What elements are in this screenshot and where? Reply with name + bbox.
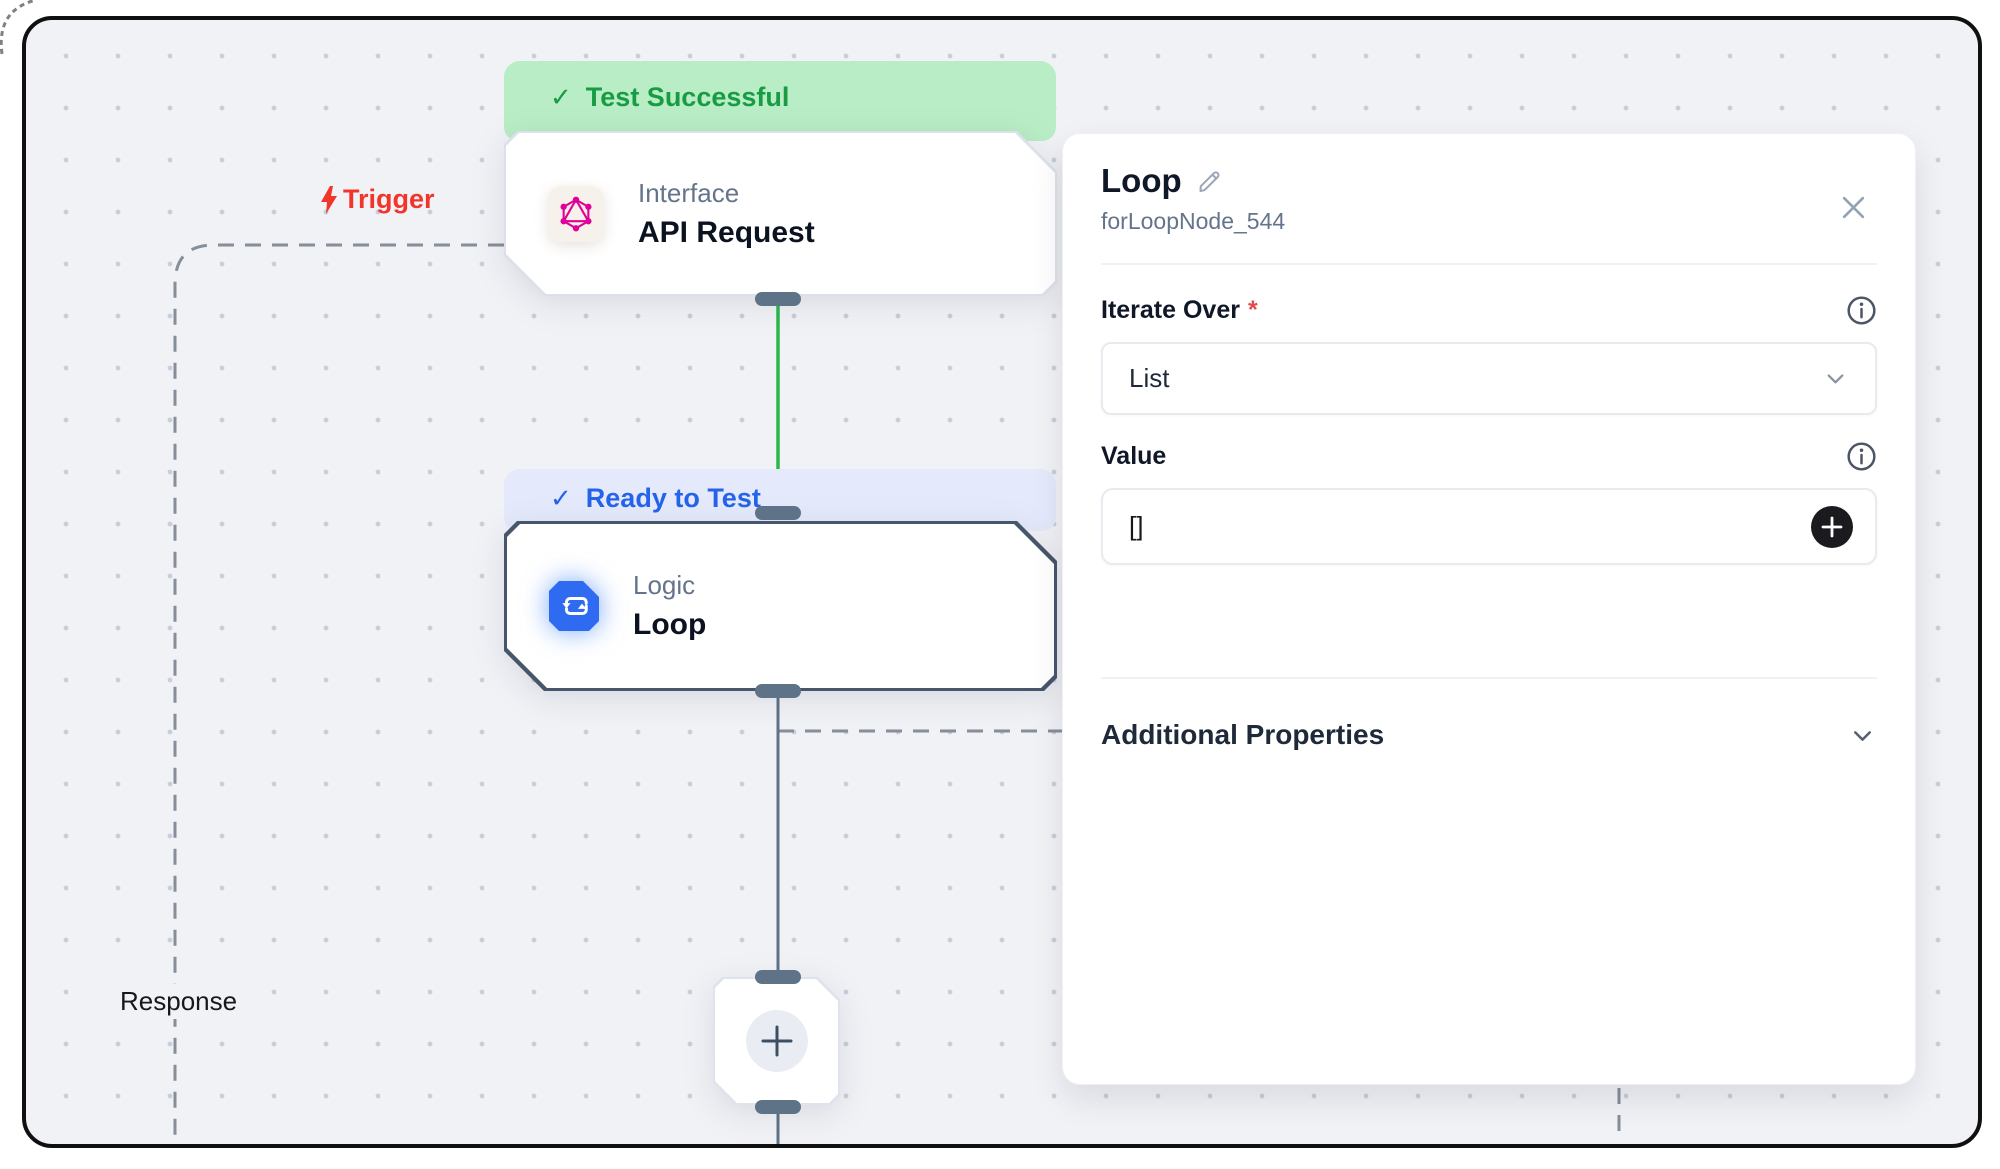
required-asterisk: * [1247, 296, 1258, 324]
value-input[interactable]: [] [1101, 488, 1877, 565]
panel-node-id: forLoopNode_544 [1101, 208, 1286, 234]
panel-title: Loop [1101, 162, 1182, 199]
arrowhead-down [562, 603, 570, 608]
response-edge-label: Response [112, 984, 246, 1019]
node-loop-selected[interactable]: Logic Loop [504, 521, 1057, 691]
corner-sketch-artifact [0, 0, 37, 55]
additional-properties-label: Additional Properties [1101, 719, 1385, 750]
add-step-button[interactable] [746, 1010, 808, 1072]
iterate-over-label: Iterate Over [1101, 296, 1240, 324]
loop-repeat-icon [558, 591, 590, 621]
iterate-over-selected-value: List [1129, 363, 1170, 393]
plus-icon [760, 1024, 794, 1058]
edit-pencil-icon[interactable] [1196, 168, 1223, 195]
trigger-label: Trigger [318, 184, 435, 215]
info-icon[interactable] [1846, 441, 1877, 472]
node-body: Logic Loop [507, 524, 1054, 688]
status-banner-text: Ready to Test [585, 482, 761, 513]
additional-properties-toggle[interactable]: Additional Properties [1101, 719, 1877, 751]
add-step-node[interactable] [713, 977, 840, 1105]
plus-icon [1821, 516, 1843, 537]
add-node-output-handle[interactable] [755, 1100, 801, 1114]
value-input-text: [] [1129, 511, 1144, 541]
check-icon: ✓ [550, 81, 572, 112]
node-icon-tile [548, 186, 604, 242]
value-add-button[interactable] [1811, 505, 1853, 548]
node-properties-panel: Loop forLoopNode_544 Iterate Over* [1062, 133, 1916, 1085]
divider [1101, 263, 1877, 265]
divider [1101, 677, 1877, 679]
panel-close-button[interactable] [1838, 192, 1869, 223]
node-icon-tile [549, 581, 599, 631]
node-icon-glow [549, 581, 599, 631]
iterate-over-select[interactable]: List [1101, 342, 1877, 415]
chevron-down-icon [1827, 374, 1844, 384]
value-label: Value [1101, 442, 1167, 470]
status-banner-test-successful: ✓ Test Successful [504, 61, 1056, 141]
node-body: Interface API Request [506, 133, 1055, 294]
chevron-down-icon [1854, 730, 1871, 741]
node-body [715, 979, 838, 1103]
workflow-builder-window: Trigger Response ✓ Test Successful [22, 16, 1982, 1148]
node-category: Interface [638, 177, 740, 208]
info-icon[interactable] [1846, 295, 1877, 326]
arrowhead-up [578, 604, 586, 609]
node-api-request[interactable]: Interface API Request [504, 131, 1057, 296]
add-node-input-handle[interactable] [755, 970, 801, 984]
graphql-icon [557, 195, 595, 233]
api-node-output-handle[interactable] [755, 292, 801, 306]
node-title: API Request [638, 215, 815, 249]
lightning-bolt-icon [321, 185, 337, 214]
close-icon [1842, 196, 1865, 219]
status-banner-ready-to-test: ✓ Ready to Test [504, 469, 1056, 531]
status-banner-text: Test Successful [585, 81, 790, 112]
loop-node-input-handle[interactable] [755, 506, 801, 520]
node-category: Logic [633, 570, 696, 600]
check-icon: ✓ [550, 482, 572, 513]
response-edge-dashed [173, 243, 504, 1138]
trigger-label-text: Trigger [343, 184, 435, 214]
loop-node-output-handle[interactable] [755, 684, 801, 698]
node-title: Loop [633, 608, 707, 641]
